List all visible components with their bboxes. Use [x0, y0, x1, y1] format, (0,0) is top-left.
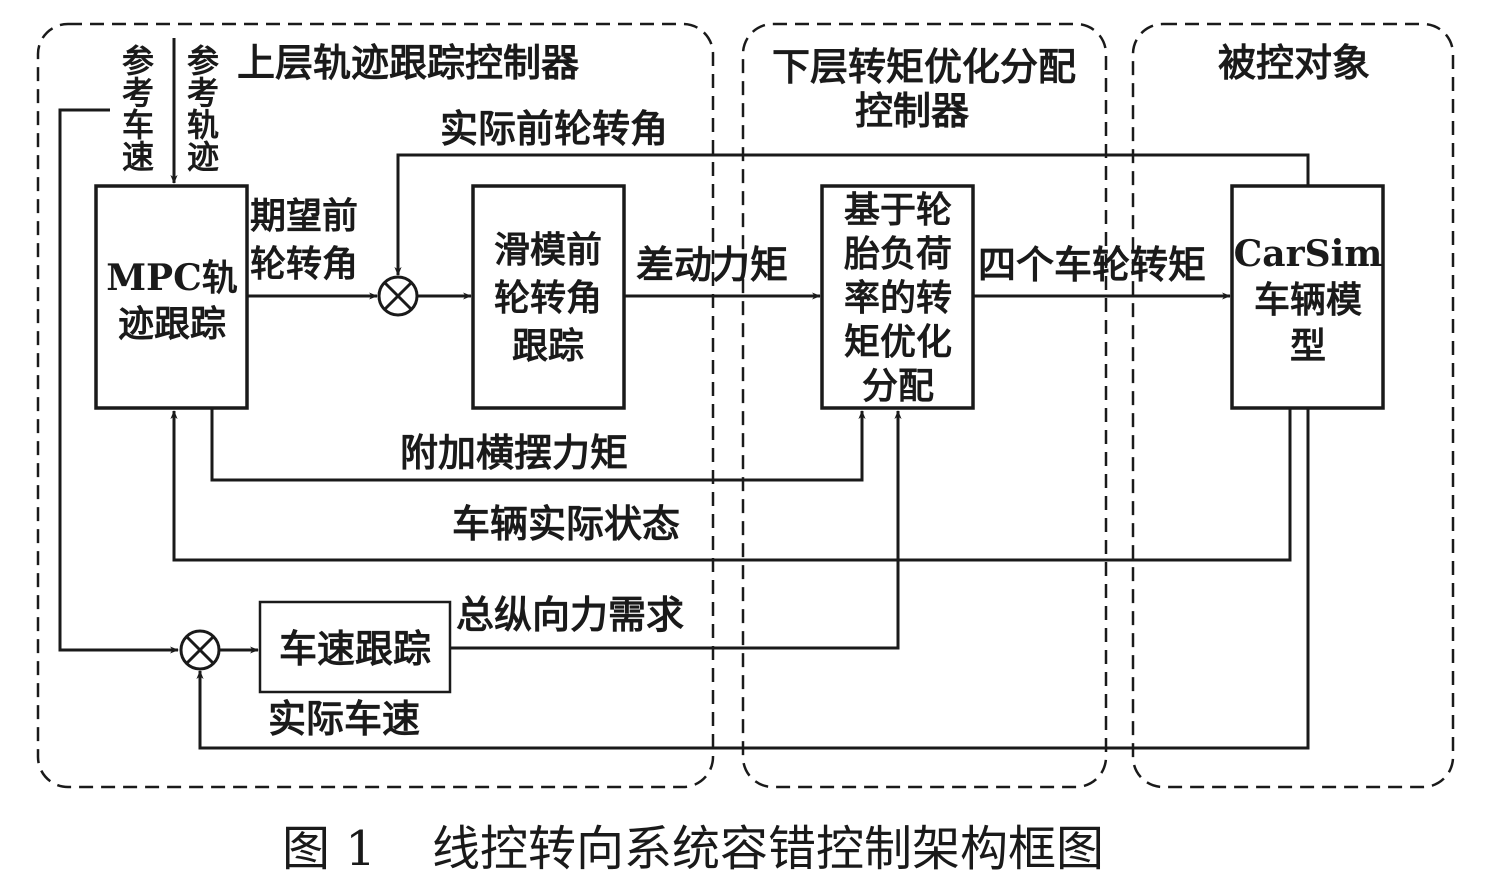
torque-opt-block	[820, 184, 975, 410]
actual-speed-label: 实际车速	[268, 696, 420, 741]
mpc-block-line2: 迹跟踪	[118, 303, 226, 345]
carsim-block-line2: 车辆模	[1254, 279, 1362, 321]
speed-tracking-label: 车速跟踪	[279, 626, 431, 671]
steer-summing-junction	[377, 275, 419, 317]
torque-opt-line4: 矩优化	[844, 321, 952, 363]
lower-controller-title-line1: 下层转矩优化分配	[772, 44, 1076, 89]
desired-angle-label-line2: 轮转角	[250, 243, 358, 285]
torque-opt-line3: 率的转	[844, 277, 952, 319]
actual-front-angle-feedback	[394, 153, 1310, 276]
actual-state-label: 车辆实际状态	[452, 501, 680, 546]
mpc-block	[94, 184, 249, 410]
torque-opt-line5: 分配	[862, 365, 934, 407]
ref-traj-label: 参考轨迹	[182, 44, 220, 173]
carsim-block-line3: 型	[1290, 325, 1326, 367]
actual-front-angle-label: 实际前轮转角	[440, 106, 668, 151]
yaw-moment-line	[210, 408, 866, 482]
mpc-block-line1: MPC轨	[106, 257, 238, 299]
upper-controller-title: 上层轨迹跟踪控制器	[237, 40, 580, 85]
actual-state-feedback	[170, 408, 1292, 562]
torque-opt-line1: 基于轮	[844, 189, 952, 231]
figure-number: 图 1	[282, 821, 376, 877]
smc-block-line3: 跟踪	[512, 325, 584, 367]
plant-title: 被控对象	[1218, 40, 1370, 85]
torque-opt-line2: 胎负荷	[844, 233, 952, 275]
actual-speed-feedback	[196, 408, 1310, 750]
speed-summing-junction	[179, 629, 221, 671]
figure-caption: 线控转向系统容错控制架构框图	[432, 821, 1104, 877]
long-force-line	[450, 410, 902, 650]
lower-controller-title-line2: 控制器	[855, 88, 970, 133]
diff-torque-label: 差动力矩	[636, 242, 788, 287]
desired-angle-label-line1: 期望前	[250, 195, 358, 237]
yaw-moment-label: 附加横摆力矩	[400, 430, 628, 475]
smc-block-line2: 轮转角	[494, 277, 602, 319]
smc-block-line1: 滑模前	[494, 229, 602, 271]
long-force-label: 总纵向力需求	[456, 592, 684, 637]
upper-controller-region	[36, 22, 715, 789]
speed-tracking-block	[258, 600, 452, 694]
smc-block	[471, 184, 626, 410]
four-wheel-torque-label: 四个车轮转矩	[978, 242, 1206, 287]
ref-speed-label: 参考车速	[117, 44, 155, 172]
carsim-block-line1: CarSim	[1234, 233, 1383, 275]
ref-speed-line	[58, 108, 179, 654]
